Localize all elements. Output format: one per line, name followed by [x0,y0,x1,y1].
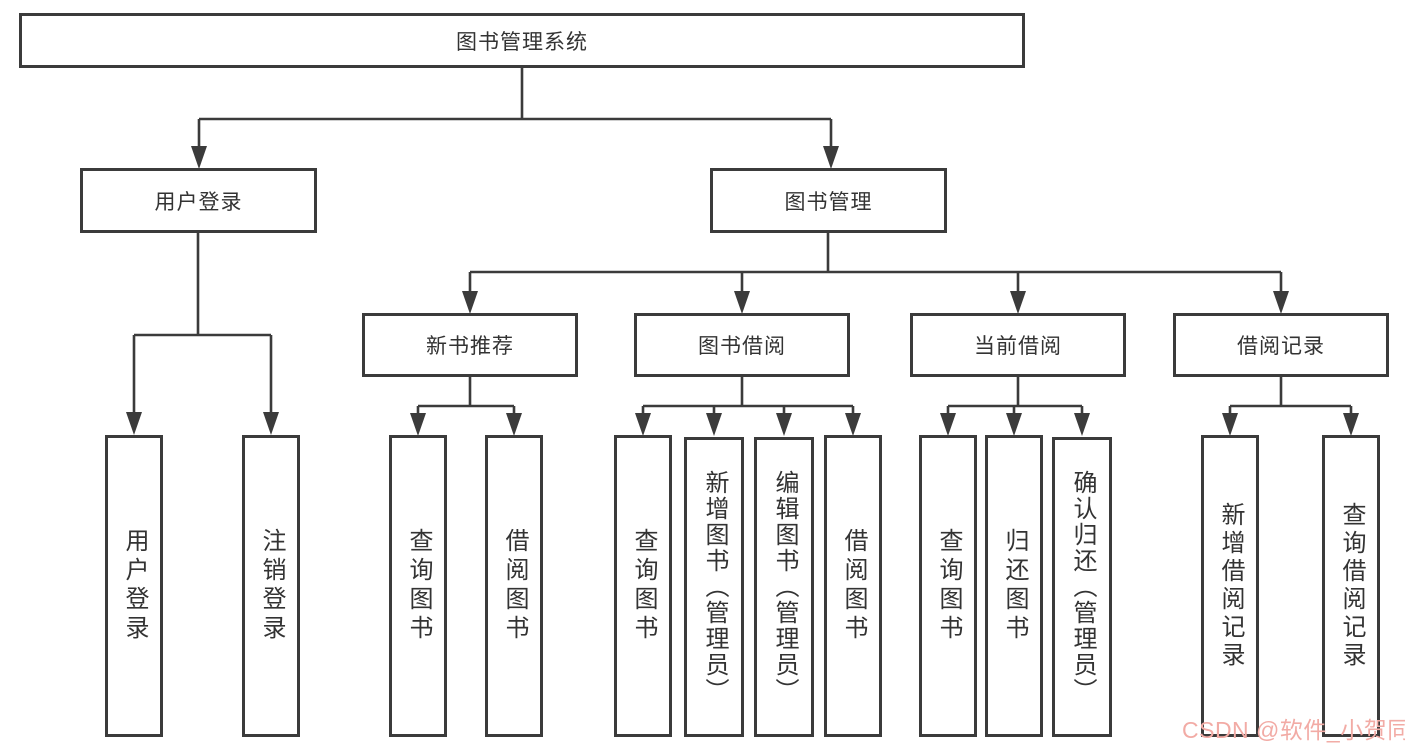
leaf-br-add-record-label: 新增借阅记录 [1217,502,1244,670]
node-book-mgmt: 图书管理 [710,168,947,233]
arrowheads [126,146,1359,436]
connector-bookborrow-to-leaves [641,375,855,417]
leaf-bb-query-books-label: 查询图书 [630,528,657,644]
node-root-label: 图书管理系统 [456,30,588,54]
leaf-logout-label: 注销登录 [258,528,285,644]
leaf-user-login-label: 用户登录 [121,528,148,644]
leaf-bb-edit-books-admin: 编辑图书（管理员） [754,437,814,737]
node-book-borrow-label: 图书借阅 [698,335,786,358]
leaf-cb-confirm-return-admin: 确认归还（管理员） [1052,437,1112,737]
leaf-br-add-record: 新增借阅记录 [1201,435,1259,737]
leaf-bb-borrow-books: 借阅图书 [824,435,882,737]
node-root: 图书管理系统 [19,13,1025,68]
leaf-bb-add-books-admin-label: 新增图书（管理员） [701,470,728,704]
node-user-login: 用户登录 [80,168,317,233]
leaf-logout: 注销登录 [242,435,300,737]
node-book-mgmt-label: 图书管理 [784,190,873,214]
csdn-watermark: CSDN @软件_小贺同学 [1182,717,1405,743]
leaf-cb-return-books: 归还图书 [985,435,1043,737]
leaf-nb-query-books: 查询图书 [389,435,447,737]
leaf-bb-borrow-books-label: 借阅图书 [840,528,867,644]
leaf-bb-edit-books-admin-label: 编辑图书（管理员） [771,470,798,704]
connector-bookmgmt-to-level3 [468,231,1283,293]
node-user-login-label: 用户登录 [154,190,243,214]
leaf-br-query-record-label: 查询借阅记录 [1338,502,1365,670]
leaf-nb-borrow-books-label: 借阅图书 [501,528,528,644]
leaf-nb-borrow-books: 借阅图书 [485,435,543,737]
node-borrow-records: 借阅记录 [1173,313,1389,377]
connector-records-to-leaves [1228,375,1353,417]
node-new-book-recommend-label: 新书推荐 [426,335,514,358]
leaf-nb-query-books-label: 查询图书 [405,528,432,644]
node-current-borrow-label: 当前借阅 [974,335,1062,358]
leaf-bb-query-books: 查询图书 [614,435,672,737]
connector-userlogin-to-leaves [132,231,273,414]
node-new-book-recommend: 新书推荐 [362,313,578,377]
connector-root-to-level2 [197,66,833,148]
node-book-borrow: 图书借阅 [634,313,850,377]
leaf-cb-query-books-label: 查询图书 [935,528,962,644]
node-current-borrow: 当前借阅 [910,313,1126,377]
leaf-cb-query-books: 查询图书 [919,435,977,737]
leaf-cb-return-books-label: 归还图书 [1001,528,1028,644]
leaf-bb-add-books-admin: 新增图书（管理员） [684,437,744,737]
connector-newbooks-to-leaves [416,375,516,417]
leaf-br-query-record: 查询借阅记录 [1322,435,1380,737]
node-borrow-records-label: 借阅记录 [1237,335,1325,358]
connector-currentborrow-to-leaves [946,375,1084,417]
leaf-cb-confirm-return-admin-label: 确认归还（管理员） [1069,470,1096,704]
leaf-user-login: 用户登录 [105,435,163,737]
